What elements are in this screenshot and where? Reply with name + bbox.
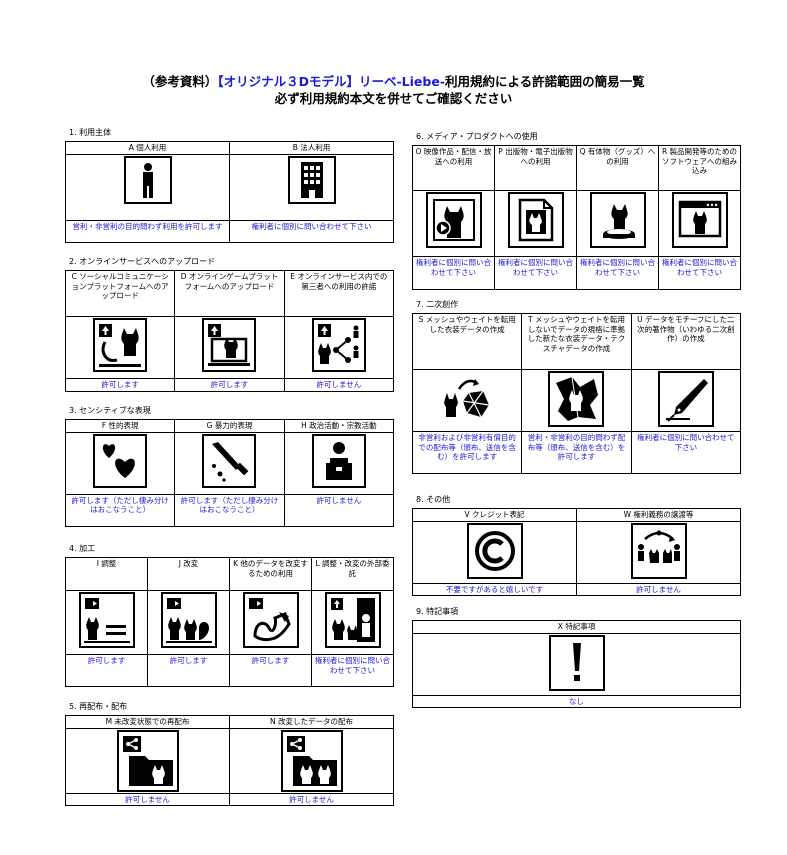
item-header: K 他のデータを改変するための利用 bbox=[229, 557, 312, 591]
item-header: V クレジット表記 bbox=[412, 508, 577, 522]
section-derivative-works: 7. 二次創作 S メッシュやウェイトを転用した衣装データの作成 T メッシュや… bbox=[411, 299, 742, 474]
item-header: G 暴力的表現 bbox=[174, 419, 285, 433]
section-title: 7. 二次創作 bbox=[416, 300, 459, 309]
item-header: J 改変 bbox=[147, 557, 230, 591]
transfer-icon bbox=[630, 522, 687, 579]
item-header: P 出版物・電子出版物への利用 bbox=[494, 145, 577, 191]
item-label: 許可します bbox=[174, 378, 285, 392]
figure-icon bbox=[589, 192, 646, 248]
item-header: T メッシュやウェイトを転用しないでデータの規格に準拠した新たな衣装データ・テク… bbox=[521, 313, 632, 370]
item-label: 権利者に個別に問い合わせて下さい bbox=[576, 256, 659, 290]
item-header: L 調整・改変の外部委託 bbox=[311, 557, 394, 591]
section-redistribution: 5. 再配布・配布 M 未改変状態での再配布 N 改変したデータの配布 許可しま… bbox=[65, 701, 394, 806]
upload-avatar-icon bbox=[93, 318, 148, 372]
software-icon bbox=[671, 192, 728, 248]
section-special-notes: 9. 特記事項 X 特記事項 なし bbox=[412, 606, 741, 708]
cloth-icon bbox=[548, 371, 605, 427]
distribute-modified-icon bbox=[280, 729, 343, 792]
section-title: 6. メディア・プロダクトへの使用 bbox=[416, 132, 538, 141]
outsource-icon bbox=[324, 592, 381, 648]
item-label: 営利・非営利の目的問わず配布等（頒布、送信を含む）を許可します bbox=[521, 431, 632, 474]
section-title: 2. オンラインサービスへのアップロード bbox=[69, 257, 216, 266]
exclamation-icon bbox=[548, 634, 605, 691]
section-title: 5. 再配布・配布 bbox=[69, 702, 128, 711]
item-header: A 個人利用 bbox=[65, 141, 230, 155]
page-title: （参考資料）【オリジナル３Dモデル】リーベ-Liebe-利用規約による許諾範囲の… bbox=[0, 73, 787, 90]
section-title: 9. 特記事項 bbox=[416, 607, 459, 616]
upload-game-icon bbox=[202, 318, 257, 372]
redistribute-icon bbox=[116, 729, 179, 792]
item-label: 許可しません bbox=[65, 792, 230, 806]
item-label: 権利者に個別に問い合わせて下さい bbox=[311, 654, 394, 687]
mesh-icon bbox=[439, 371, 496, 423]
derive-icon bbox=[242, 592, 299, 648]
item-label: 権利者に個別に問い合わせて下さい bbox=[412, 256, 495, 290]
item-header: O 映像作品・配信・放送への利用 bbox=[412, 145, 495, 191]
item-header: S メッシュやウェイトを転用した衣装データの作成 bbox=[411, 313, 523, 370]
section-other: 8. その他 V クレジット表記 W 権利義務の譲渡等 不要ですがあると嬉しいで… bbox=[412, 494, 741, 596]
building-icon bbox=[287, 155, 336, 204]
video-icon bbox=[425, 192, 482, 248]
item-header: I 調整 bbox=[65, 557, 148, 591]
item-header: M 未改変状態での再配布 bbox=[65, 715, 230, 729]
item-label: 営利・非営利の目的問わず利用を許可します bbox=[65, 219, 230, 243]
person-icon bbox=[123, 155, 172, 204]
upload-share-icon bbox=[311, 318, 366, 372]
section-title: 4. 加工 bbox=[69, 544, 96, 553]
item-label: 権利者に個別に問い合わせて下さい bbox=[229, 219, 394, 243]
item-label: 許可します bbox=[65, 654, 148, 687]
title-product-name: 【オリジナル３Dモデル】リーベ-Liebe- bbox=[217, 74, 446, 89]
section-processing: 4. 加工 I 調整 J 改変 K 他のデータを改変するための利用 L 調整・改… bbox=[65, 543, 394, 687]
title-prefix: （参考資料） bbox=[142, 74, 218, 89]
modify-icon bbox=[160, 592, 217, 648]
item-header: E オンラインサービス内での第三者への利用の許諾 bbox=[283, 270, 395, 317]
item-label: 許可しません bbox=[576, 582, 741, 596]
section-sensitive-expression: 3. センシティブな表現 F 性的表現 G 暴力的表現 H 政治活動・宗教活動 … bbox=[64, 405, 395, 527]
section-online-upload: 2. オンラインサービスへのアップロード C ソーシャルコミュニケーションプラッ… bbox=[64, 256, 395, 392]
item-label: 許可しません bbox=[283, 493, 395, 527]
item-label: 非営利および非営利有償目的での配布等（頒布、送信を含む）を許可します bbox=[411, 431, 523, 474]
item-label: 許可しません bbox=[229, 792, 394, 806]
item-header: D オンラインゲームプラットフォームへのアップロード bbox=[174, 270, 285, 317]
item-label: 許可します（ただし棲み分けはおこなうこと） bbox=[174, 493, 285, 527]
podium-icon bbox=[311, 433, 366, 488]
section-title: 3. センシティブな表現 bbox=[69, 406, 151, 415]
item-header: H 政治活動・宗教活動 bbox=[283, 419, 395, 433]
pen-icon bbox=[657, 371, 714, 427]
item-header: Q 有体物（グッズ）への利用 bbox=[576, 145, 659, 191]
item-label: 許可します（ただし棲み分けはおこなうこと） bbox=[64, 493, 176, 527]
item-label: 権利者に個別に問い合わせて下さい bbox=[658, 256, 741, 290]
item-label: 不要ですがあると嬉しいです bbox=[412, 582, 577, 596]
hearts-icon bbox=[93, 433, 148, 488]
knife-icon bbox=[202, 433, 257, 488]
item-label: 許可しません bbox=[283, 378, 395, 392]
publication-icon bbox=[507, 192, 564, 248]
page-subtitle: 必ず利用規約本文を併せてご確認ください bbox=[274, 91, 513, 106]
item-header: C ソーシャルコミュニケーションプラットフォームへのアップロード bbox=[64, 270, 176, 317]
title-suffix: 利用規約による許諾範囲の簡易一覧 bbox=[445, 74, 645, 89]
item-label: 権利者に個別に問い合わせて下さい bbox=[494, 256, 577, 290]
item-header: B 法人利用 bbox=[229, 141, 394, 155]
copyright-icon bbox=[466, 522, 523, 579]
section-title: 1. 利用主体 bbox=[69, 128, 112, 137]
item-label: 許可します bbox=[147, 654, 230, 687]
item-header: N 改変したデータの配布 bbox=[229, 715, 394, 729]
item-header: W 権利義務の譲渡等 bbox=[576, 508, 741, 522]
item-label: なし bbox=[412, 694, 741, 708]
item-header: F 性的表現 bbox=[64, 419, 176, 433]
section-media-products: 6. メディア・プロダクトへの使用 O 映像作品・配信・放送への利用 P 出版物… bbox=[412, 131, 741, 290]
item-label: 許可します bbox=[229, 654, 312, 687]
section-title: 8. その他 bbox=[416, 495, 451, 504]
item-header: R 製品開発等のためのソフトウェアへの組み込み bbox=[658, 145, 741, 191]
item-header: U データをモチーフにした二次的著作物（いわゆる二次創作）の作成 bbox=[630, 313, 742, 370]
item-label: 権利者に個別に問い合わせて下さい bbox=[630, 431, 742, 474]
adjust-icon bbox=[78, 592, 135, 648]
item-label: 許可します bbox=[64, 378, 176, 392]
item-header: X 特記事項 bbox=[412, 620, 741, 634]
section-usage-subject: 1. 利用主体 A 個人利用 B 法人利用 営利・非営利の目的問わず利用を許可し… bbox=[65, 127, 394, 243]
